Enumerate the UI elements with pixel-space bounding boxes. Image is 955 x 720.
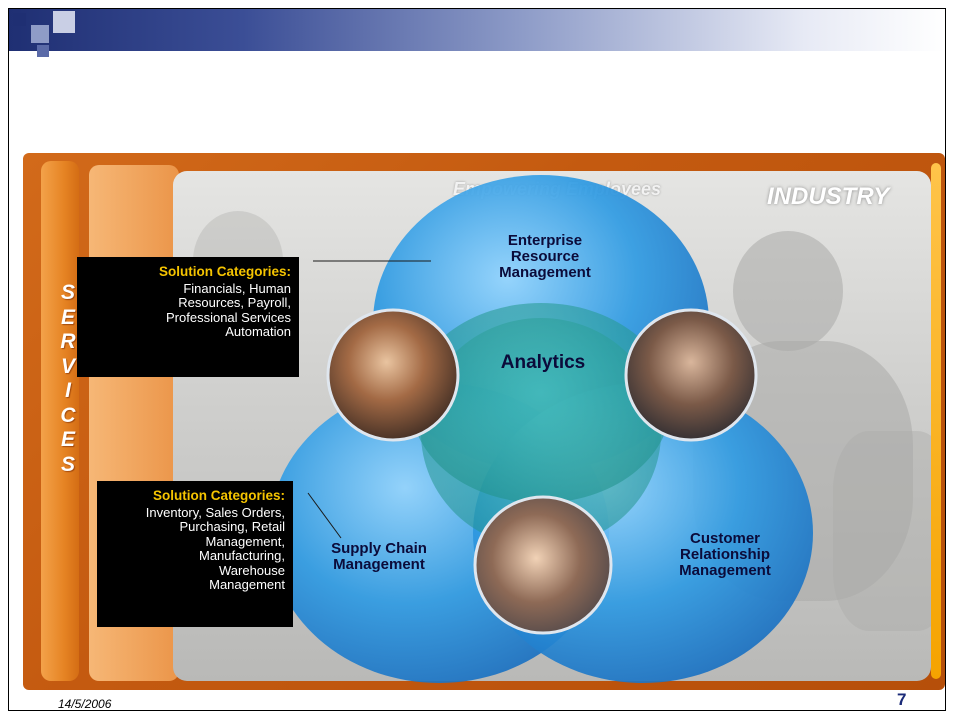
services-letter: I — [65, 379, 71, 402]
decor-square — [31, 25, 49, 43]
right-accent-bar — [931, 163, 941, 679]
services-letter: C — [60, 403, 76, 427]
solution-box-line: Purchasing, Retail — [179, 519, 286, 534]
title-band — [9, 9, 945, 51]
photo-team-discussion — [326, 308, 460, 442]
erm-label: Enterprise Resource Management — [475, 233, 615, 281]
solution-graphic: S E R V I C E S Empowering Employees IND… — [23, 153, 945, 690]
crm-label-line: Management — [679, 562, 771, 579]
scm-label: Supply Chain Management — [309, 541, 449, 573]
analytics-label: Analytics — [500, 352, 586, 373]
callout-line — [307, 492, 342, 539]
slide: S E R V I C E S Empowering Employees IND… — [8, 8, 946, 711]
scm-label-line: Supply Chain — [331, 540, 427, 557]
services-vertical-label: S E R V I C E S — [55, 281, 81, 477]
crm-label-line: Relationship — [679, 546, 770, 563]
decor-square — [13, 13, 26, 26]
services-letter: R — [60, 330, 76, 353]
photo-smiling-woman — [473, 495, 613, 635]
solution-box-line: Automation — [225, 324, 291, 339]
solution-box-title: Solution Categories: — [152, 488, 285, 503]
erm-label-line: Enterprise — [507, 232, 583, 249]
solution-box-line: Financials, Human — [183, 280, 291, 296]
services-letter: S — [60, 452, 75, 476]
footer-date: 14/5/2006 — [58, 697, 112, 711]
solution-box-line: Management, — [205, 533, 286, 549]
solution-box-line: Manufacturing, — [199, 548, 285, 563]
solution-box-title: Solution Categories: — [158, 264, 291, 279]
crm-label-line: Customer — [689, 530, 760, 547]
solution-box-erm: Solution Categories: Financials, Human R… — [77, 257, 299, 377]
services-letter: E — [60, 428, 75, 451]
photo-executive — [624, 308, 758, 442]
venn-diagram — [269, 175, 813, 683]
solution-box-line: Inventory, Sales Orders, — [145, 504, 285, 520]
solution-box-line: Professional Services — [166, 309, 291, 325]
services-letter: S — [60, 281, 75, 304]
services-strip — [41, 161, 79, 681]
decor-square — [53, 11, 75, 33]
solution-box-scm: Solution Categories: Inventory, Sales Or… — [97, 481, 293, 627]
crm-label: Customer Relationship Management — [655, 531, 795, 579]
erm-label-line: Resource — [510, 248, 580, 265]
erm-label-line: Management — [499, 264, 591, 281]
solution-box-line: Management — [209, 577, 285, 592]
scm-label-line: Management — [333, 556, 425, 573]
solution-box-line: Warehouse — [219, 562, 285, 578]
services-letter: E — [60, 305, 75, 329]
venn-center — [411, 303, 671, 503]
services-letter: V — [60, 354, 75, 378]
decor-square — [37, 45, 49, 57]
industry-label: INDUSTRY — [767, 183, 890, 210]
page-number: 7 — [897, 690, 907, 709]
solution-box-line: Resources, Payroll, — [178, 295, 291, 310]
